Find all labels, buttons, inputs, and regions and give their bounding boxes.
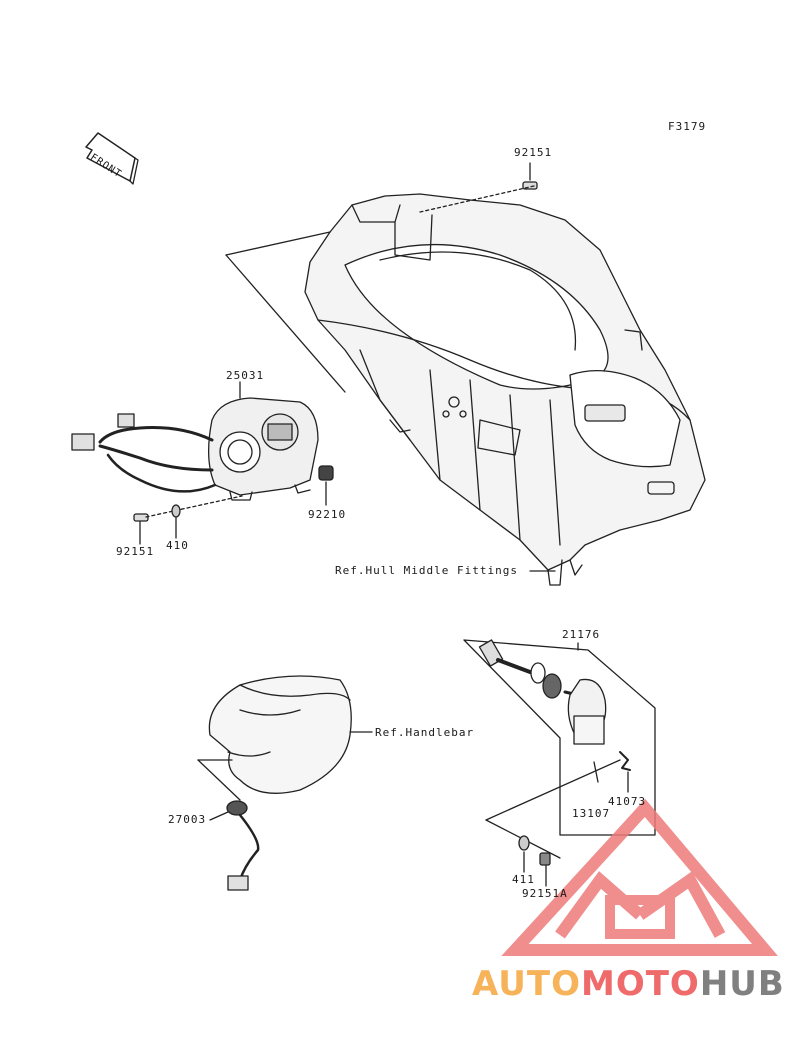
switch-27003 <box>197 759 260 891</box>
screw-92151-top <box>419 162 538 213</box>
part-number-27003: 27003 <box>168 813 207 826</box>
part-number-21176: 21176 <box>562 628 601 641</box>
washer-411 <box>518 835 530 873</box>
part-number-410: 410 <box>166 539 189 552</box>
part-number-92151-left: 92151 <box>116 545 155 558</box>
watermark-text: AUTOMOTOHUB <box>472 964 785 1004</box>
part-number-411: 411 <box>512 873 535 886</box>
meter-harness <box>71 413 217 493</box>
handlebar-ref-part <box>208 675 373 794</box>
part-number-13107: 13107 <box>572 807 611 820</box>
part-number-41073: 41073 <box>608 795 647 808</box>
lanyard-switch-21176 <box>463 639 656 836</box>
watermark-hub: HUB <box>699 964 785 1004</box>
part-number-92210: 92210 <box>308 508 347 521</box>
clip-41073 <box>619 751 631 793</box>
screw-92151-left <box>133 495 243 545</box>
front-arrow-icon <box>85 132 139 185</box>
part-number-92151A: 92151A <box>522 887 568 900</box>
watermark-logo-icon <box>501 798 778 956</box>
ref-handlebar-label: Ref.Handlebar <box>375 726 475 739</box>
watermark-auto: AUTO <box>472 964 581 1004</box>
ref-hull-middle-fittings-label: Ref.Hull Middle Fittings <box>335 564 518 577</box>
grommet-92210 <box>318 465 334 506</box>
figure-code: F3179 <box>668 120 707 133</box>
screw-92151A <box>539 852 551 887</box>
meter-assembly-25031 <box>207 381 319 501</box>
pin-13107 <box>593 761 599 783</box>
washer-410 <box>171 504 181 539</box>
watermark-moto: MOTO <box>580 964 700 1004</box>
part-number-25031: 25031 <box>226 369 265 382</box>
hull-middle-fitting-part <box>304 193 706 586</box>
part-number-92151-top: 92151 <box>514 146 553 159</box>
